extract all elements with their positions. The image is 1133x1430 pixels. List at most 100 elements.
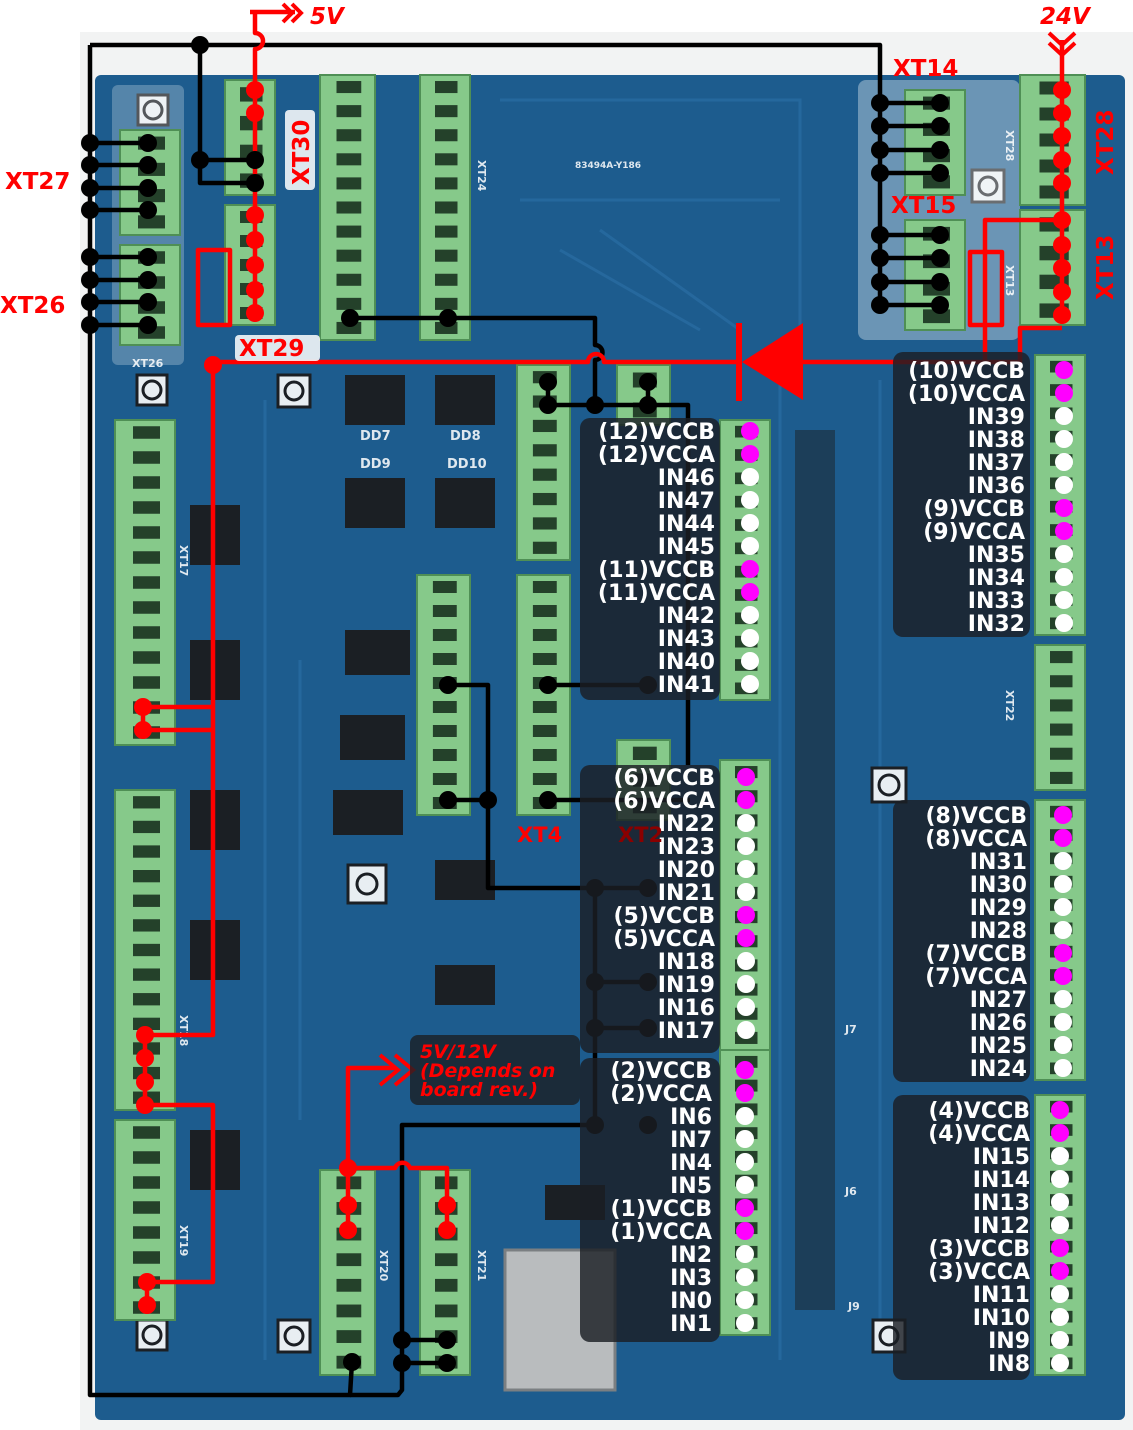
pin-label: IN23: [658, 835, 715, 860]
pin-label: IN40: [658, 650, 715, 675]
ground-junction: [479, 791, 497, 809]
power-junction: [246, 256, 264, 274]
pin-label: IN11: [973, 1283, 1030, 1308]
vcc-pin-dot: [1055, 384, 1073, 402]
pin-label: IN21: [658, 881, 715, 906]
pin-group-e: (8)VCCB(8)VCCAIN31IN30IN29IN28(7)VCCB(7)…: [893, 800, 1072, 1082]
pin-group-d: (10)VCCB(10)VCCAIN39IN38IN37IN36(9)VCCB(…: [893, 352, 1073, 637]
input-pin-dot: [1051, 1170, 1069, 1188]
input-pin-dot: [1055, 407, 1073, 425]
input-pin-dot: [737, 1021, 755, 1039]
input-pin-dot: [741, 468, 759, 486]
pin-label: IN45: [658, 535, 715, 560]
pin-label: IN38: [968, 428, 1025, 453]
input-pin-dot: [1054, 875, 1072, 893]
ground-junction: [246, 151, 264, 169]
ground-junction: [871, 164, 889, 182]
power-junction: [339, 1221, 357, 1239]
ground-junction: [871, 141, 889, 159]
ground-junction: [81, 293, 99, 311]
power-junction: [1053, 81, 1071, 99]
pin-label: IN7: [670, 1128, 712, 1153]
ground-junction: [539, 396, 557, 414]
pin-label: IN17: [658, 1019, 715, 1044]
terminal-block: [516, 574, 571, 816]
ground-junction: [81, 134, 99, 152]
wire-junctions: [81, 36, 1071, 1372]
vcc-pin-dot: [741, 422, 759, 440]
ground-junction: [871, 273, 889, 291]
pin-label: IN20: [658, 858, 715, 883]
power-junction: [246, 81, 264, 99]
terminal-block: [1034, 644, 1086, 791]
input-pin-dot: [1055, 568, 1073, 586]
pin-label: IN6: [670, 1105, 712, 1130]
pin-label: IN4: [670, 1151, 712, 1176]
pin-label: IN13: [973, 1191, 1030, 1216]
power-junction: [246, 206, 264, 224]
power-junction: [1053, 127, 1071, 145]
pin-label: IN15: [973, 1145, 1030, 1170]
5v-arrow-icon: [281, 2, 304, 24]
vcc-pin-dot: [741, 445, 759, 463]
vcc-pin-dot: [1054, 967, 1072, 985]
pin-group-b: (6)VCCB(6)VCCAIN22IN23IN20IN21(5)VCCB(5)…: [580, 765, 755, 1053]
input-pin-dot: [736, 1314, 754, 1332]
pin-group-background: [580, 418, 720, 700]
xt28-label: XT28: [1093, 110, 1119, 175]
pin-label: IN9: [988, 1329, 1030, 1354]
24v-arrow-icon: [1047, 31, 1077, 58]
power-junction: [1053, 283, 1071, 301]
power-junction: [136, 1049, 154, 1067]
pin-label: (3)VCCB: [928, 1237, 1030, 1262]
pin-label: (7)VCCB: [925, 942, 1027, 967]
power-junction: [1053, 259, 1071, 277]
pin-label: IN44: [658, 512, 715, 537]
input-pin-dot: [1055, 453, 1073, 471]
ground-junction: [81, 271, 99, 289]
xt24-silk: XT24: [475, 160, 488, 192]
pin-label: IN33: [968, 589, 1025, 614]
input-pin-dot: [1054, 1013, 1072, 1031]
vcc-pin-dot: [736, 1199, 754, 1217]
xt18-silk: XT18: [177, 1015, 190, 1046]
xt30-label: XT30: [289, 120, 315, 185]
ground-junction: [639, 396, 657, 414]
vcc-pin-dot: [1051, 1262, 1069, 1280]
pin-label: IN26: [970, 1011, 1027, 1036]
input-pin-dot: [1051, 1354, 1069, 1372]
vcc-pin-dot: [1054, 806, 1072, 824]
pin-label: IN37: [968, 451, 1025, 476]
pin-label: IN14: [973, 1168, 1030, 1193]
pin-label: IN46: [658, 466, 715, 491]
pin-label: IN41: [658, 673, 715, 698]
input-pin-dot: [1054, 1036, 1072, 1054]
power-junction: [1053, 174, 1071, 192]
input-pin-dot: [737, 975, 755, 993]
terminal-block: [319, 74, 376, 341]
dd8-label: DD8: [450, 429, 481, 444]
xt26-label: XT26: [0, 293, 65, 319]
pin-label: (11)VCCA: [598, 581, 715, 606]
power-junction: [438, 1221, 456, 1239]
xt2-label: XT2: [618, 823, 663, 847]
ground-junction: [439, 309, 457, 327]
ground-junction: [139, 271, 157, 289]
power-junction: [1053, 104, 1071, 122]
input-pin-dot: [741, 514, 759, 532]
terminal-block: [114, 419, 176, 746]
pin-label: (8)VCCB: [925, 804, 1027, 829]
pin-label: (12)VCCB: [598, 420, 715, 445]
xt26-silk: XT26: [132, 357, 164, 370]
pin-label: IN34: [968, 566, 1025, 591]
input-pin-dot: [737, 814, 755, 832]
ground-junction: [81, 179, 99, 197]
pin-label: IN25: [970, 1034, 1027, 1059]
ground-junction: [139, 201, 157, 219]
input-pin-dot: [1051, 1331, 1069, 1349]
input-pin-dot: [741, 675, 759, 693]
input-pin-dot: [1054, 852, 1072, 870]
vcc-pin-dot: [1055, 522, 1073, 540]
power-junction: [136, 1026, 154, 1044]
silkscreen-text: 83494A-Y186 DD7 DD8 DD9 DD10 XT26 J7 J6 …: [132, 130, 1016, 1313]
